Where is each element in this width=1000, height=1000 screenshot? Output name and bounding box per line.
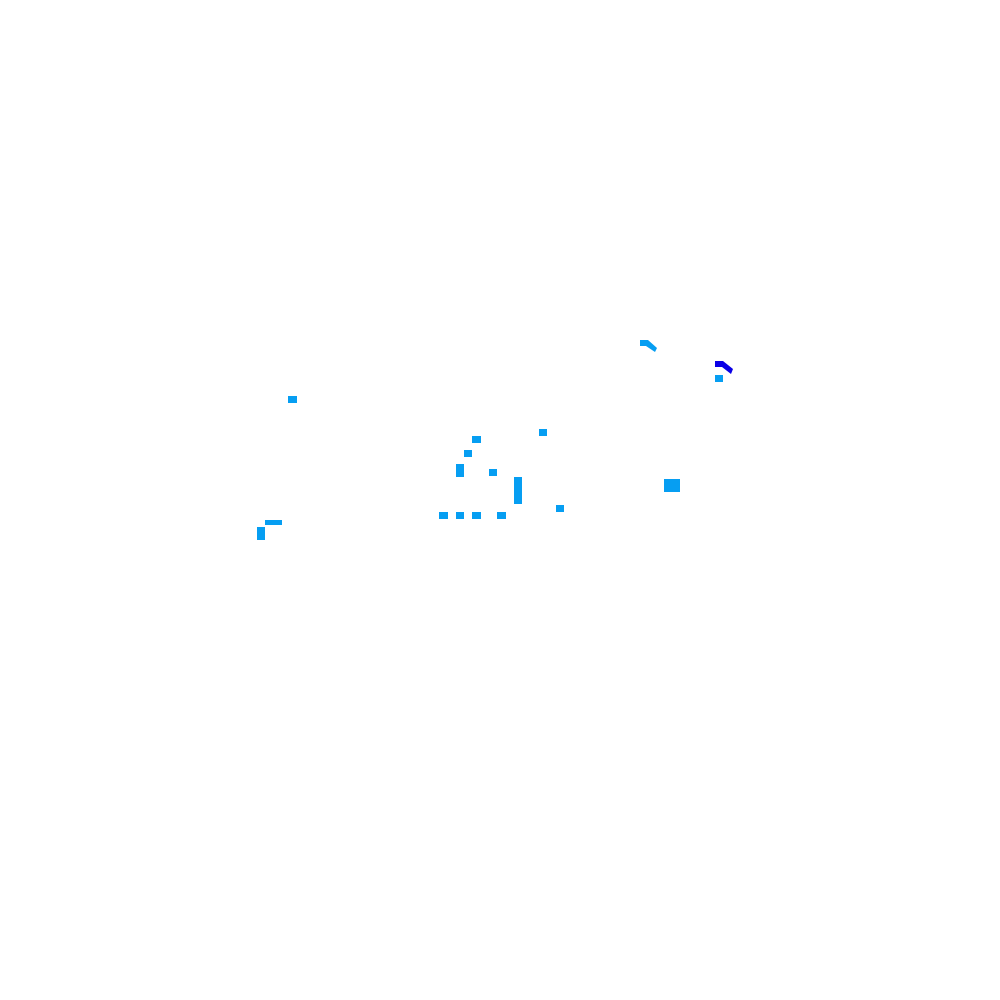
map-block-9	[439, 512, 448, 519]
map-block-1	[288, 396, 297, 403]
map-block-4	[456, 464, 464, 477]
map-block-6	[539, 429, 547, 436]
map-block-3	[464, 450, 472, 457]
map-block-13	[664, 479, 680, 492]
map-block-14	[715, 375, 723, 382]
map-block-7	[514, 477, 522, 504]
map-block-8	[556, 505, 564, 512]
map-block-2	[472, 436, 481, 443]
map-l-block	[257, 520, 282, 540]
map-block-12	[497, 512, 506, 519]
map-highlight-segment	[715, 361, 733, 374]
map-block-10	[456, 512, 464, 519]
map-block-5	[489, 469, 497, 476]
map-features	[257, 340, 733, 540]
map-block-11	[472, 512, 481, 519]
map-curve-segment	[640, 340, 657, 352]
